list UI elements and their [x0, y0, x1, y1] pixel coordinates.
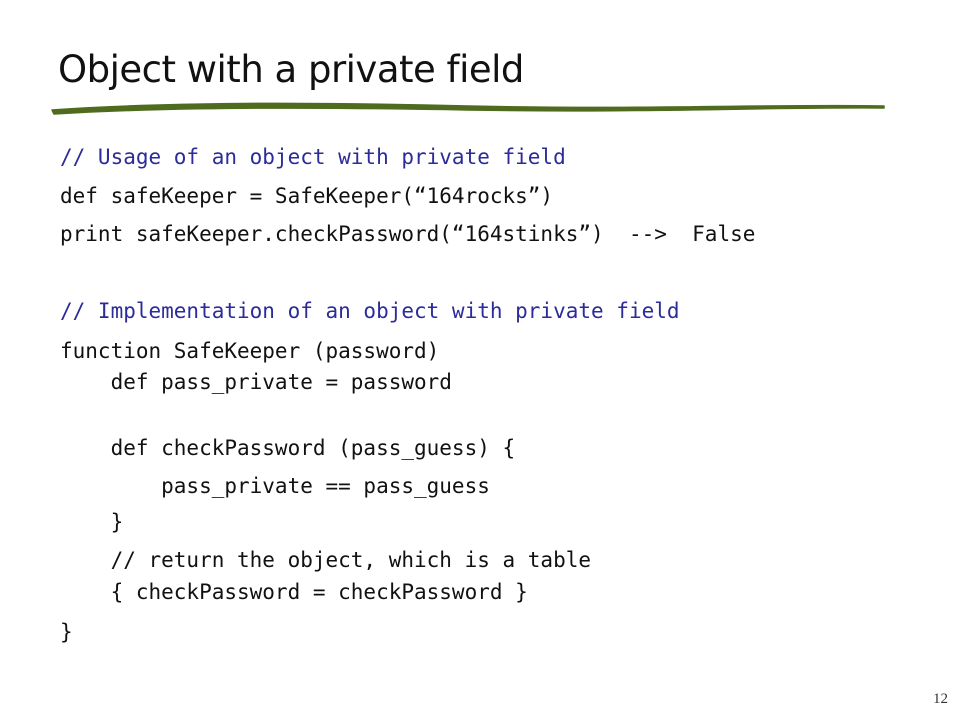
code-line: def checkPassword (pass_guess) {	[60, 436, 516, 460]
code-line: }	[60, 510, 124, 534]
code-line-comment: // return the object, which is a table	[60, 548, 592, 572]
page-number: 12	[933, 691, 948, 707]
code-line: def pass_private = password	[60, 370, 452, 394]
code-line: }	[60, 620, 73, 644]
code-line: pass_private == pass_guess	[60, 474, 490, 498]
code-line-comment: // Implementation of an object with priv…	[60, 299, 680, 323]
code-line: function SafeKeeper (password)	[60, 339, 440, 363]
code-line: { checkPassword = checkPassword }	[60, 580, 528, 604]
code-line: print safeKeeper.checkPassword(“164stink…	[60, 222, 756, 246]
title-underline-decoration	[51, 102, 885, 115]
title-underline-stroke	[51, 102, 885, 115]
code-line-comment: // Usage of an object with private field	[60, 145, 566, 169]
slide-title: Object with a private field	[58, 48, 524, 91]
code-line: def safeKeeper = SafeKeeper(“164rocks”)	[60, 184, 554, 208]
